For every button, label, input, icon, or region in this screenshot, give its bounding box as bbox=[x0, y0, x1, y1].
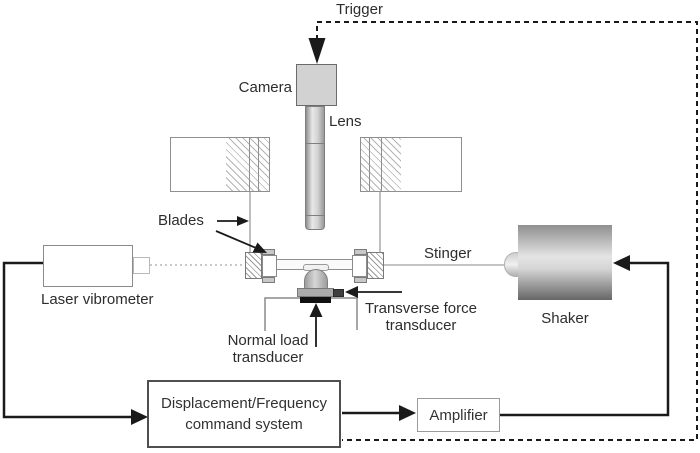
clamp-right-tab-bottom bbox=[354, 277, 367, 283]
transducer-flange bbox=[297, 288, 334, 297]
normal-load-transducer-body bbox=[304, 269, 328, 290]
camera-box bbox=[296, 64, 337, 106]
shaker-label: Shaker bbox=[541, 310, 589, 327]
lens-ring bbox=[306, 143, 324, 144]
laser-vibrometer-lens bbox=[133, 257, 150, 274]
trigger-label: Trigger bbox=[336, 1, 383, 18]
amplifier-label: Amplifier bbox=[429, 406, 488, 424]
support-block-left-hatch bbox=[226, 138, 269, 191]
transverse-force-label: Transverse force transducer bbox=[356, 300, 486, 335]
transverse-force-label-line2: transducer bbox=[385, 317, 457, 335]
laser-vibrometer-box bbox=[43, 245, 133, 287]
trigger-dashed-line bbox=[316, 21, 698, 441]
transducer-base-strip bbox=[300, 297, 331, 303]
trigger-arrowhead-icon bbox=[308, 38, 326, 64]
normal-load-label: Normal load transducer bbox=[215, 332, 321, 367]
amplifier-arrowhead-icon bbox=[399, 405, 416, 421]
camera-label: Camera bbox=[238, 79, 292, 96]
stinger-label: Stinger bbox=[424, 245, 472, 262]
transverse-force-label-line1: Transverse force bbox=[365, 300, 477, 317]
blades-diagonal-arrow-line bbox=[215, 230, 257, 249]
lens-barrel bbox=[305, 106, 325, 230]
support-block-left bbox=[170, 137, 270, 192]
transverse-arrowhead-icon bbox=[345, 286, 358, 298]
amplifier-box: Amplifier bbox=[417, 398, 500, 432]
clamp-left-block bbox=[245, 252, 262, 279]
clamp-left-body bbox=[262, 255, 277, 277]
shaker-body bbox=[518, 225, 612, 300]
blade-slot-line bbox=[249, 138, 250, 191]
blade-slot-line bbox=[258, 138, 259, 191]
laser-vibrometer-label: Laser vibrometer bbox=[41, 291, 154, 308]
clamp-right-body bbox=[352, 255, 367, 277]
transverse-force-transducer-body bbox=[333, 289, 344, 297]
normal-load-label-line2: transducer bbox=[232, 349, 304, 367]
lens-label: Lens bbox=[329, 113, 362, 130]
shaker-arrowhead-icon bbox=[613, 255, 630, 271]
support-block-right bbox=[360, 137, 462, 192]
blades-arrowhead-icon bbox=[237, 216, 249, 226]
command-system-label: Displacement/Frequency command system bbox=[161, 395, 327, 433]
blades-label: Blades bbox=[158, 212, 204, 229]
shaker-nub bbox=[504, 252, 519, 277]
clamp-right-block bbox=[367, 252, 384, 279]
feedback-arrowhead-icon bbox=[131, 409, 148, 425]
normal-load-label-line1: Normal load bbox=[227, 332, 309, 349]
blade-slot-line bbox=[369, 138, 370, 191]
clamp-left-tab-bottom bbox=[262, 277, 275, 283]
blade-slot-line bbox=[381, 138, 382, 191]
normal-arrowhead-icon bbox=[309, 303, 323, 317]
command-system-box: Displacement/Frequency command system bbox=[147, 380, 341, 448]
lens-ring bbox=[306, 215, 324, 216]
